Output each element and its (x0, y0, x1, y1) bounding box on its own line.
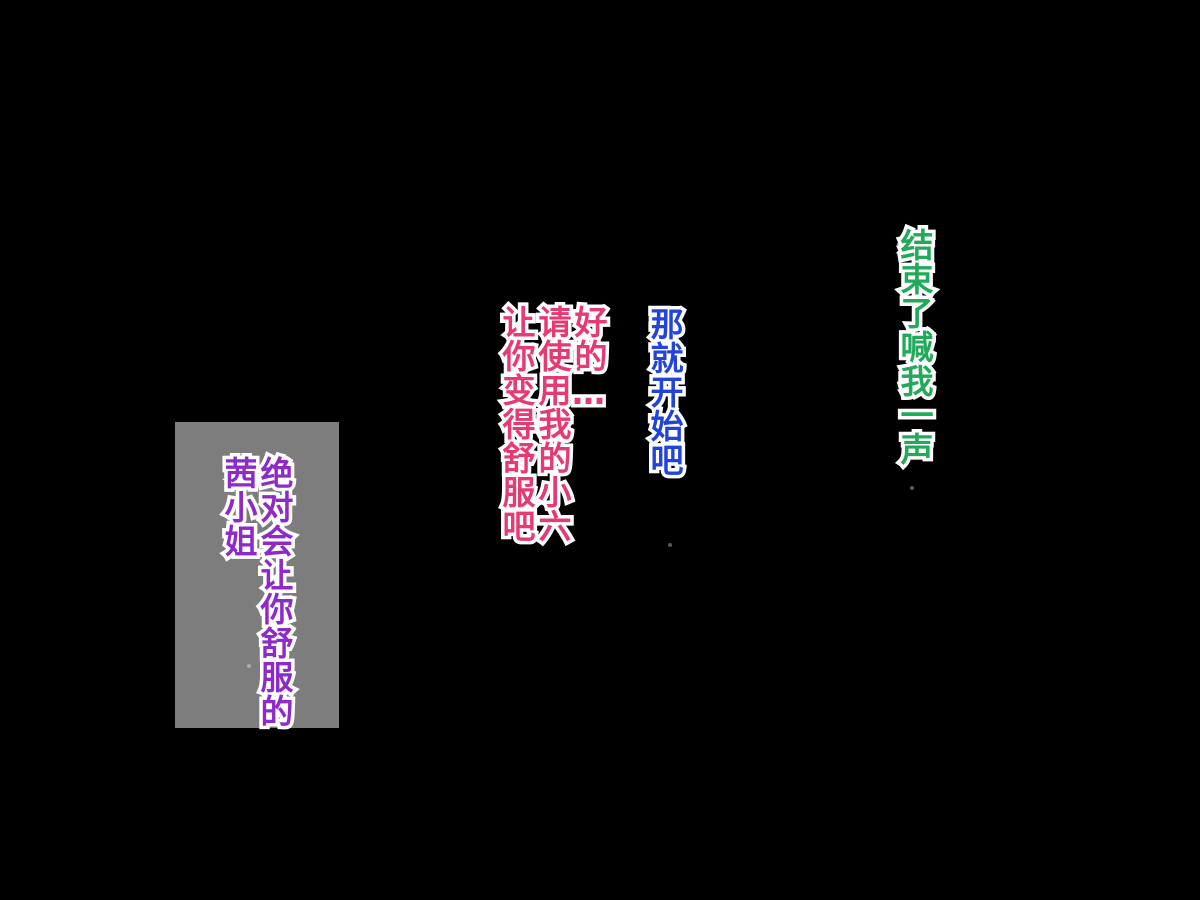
blue-dialogue-line: 那就开始吧 (642, 304, 688, 481)
pink-dialogue-line-3: 让你变得舒服吧 (494, 302, 540, 547)
speck (910, 486, 914, 490)
purple-dialogue-line-2: 茜小姐 (216, 453, 262, 562)
pink-dialogue-line-2: 请使用我的小六 (530, 302, 576, 547)
speck (247, 664, 251, 668)
gray-panel (175, 422, 339, 728)
green-dialogue-line: 结束了喊我一声 (892, 225, 938, 470)
speck (668, 543, 672, 547)
purple-dialogue-line-1: 绝对会让你舒服的 (252, 453, 298, 732)
pink-dialogue-line-1: 好的… (566, 302, 612, 417)
